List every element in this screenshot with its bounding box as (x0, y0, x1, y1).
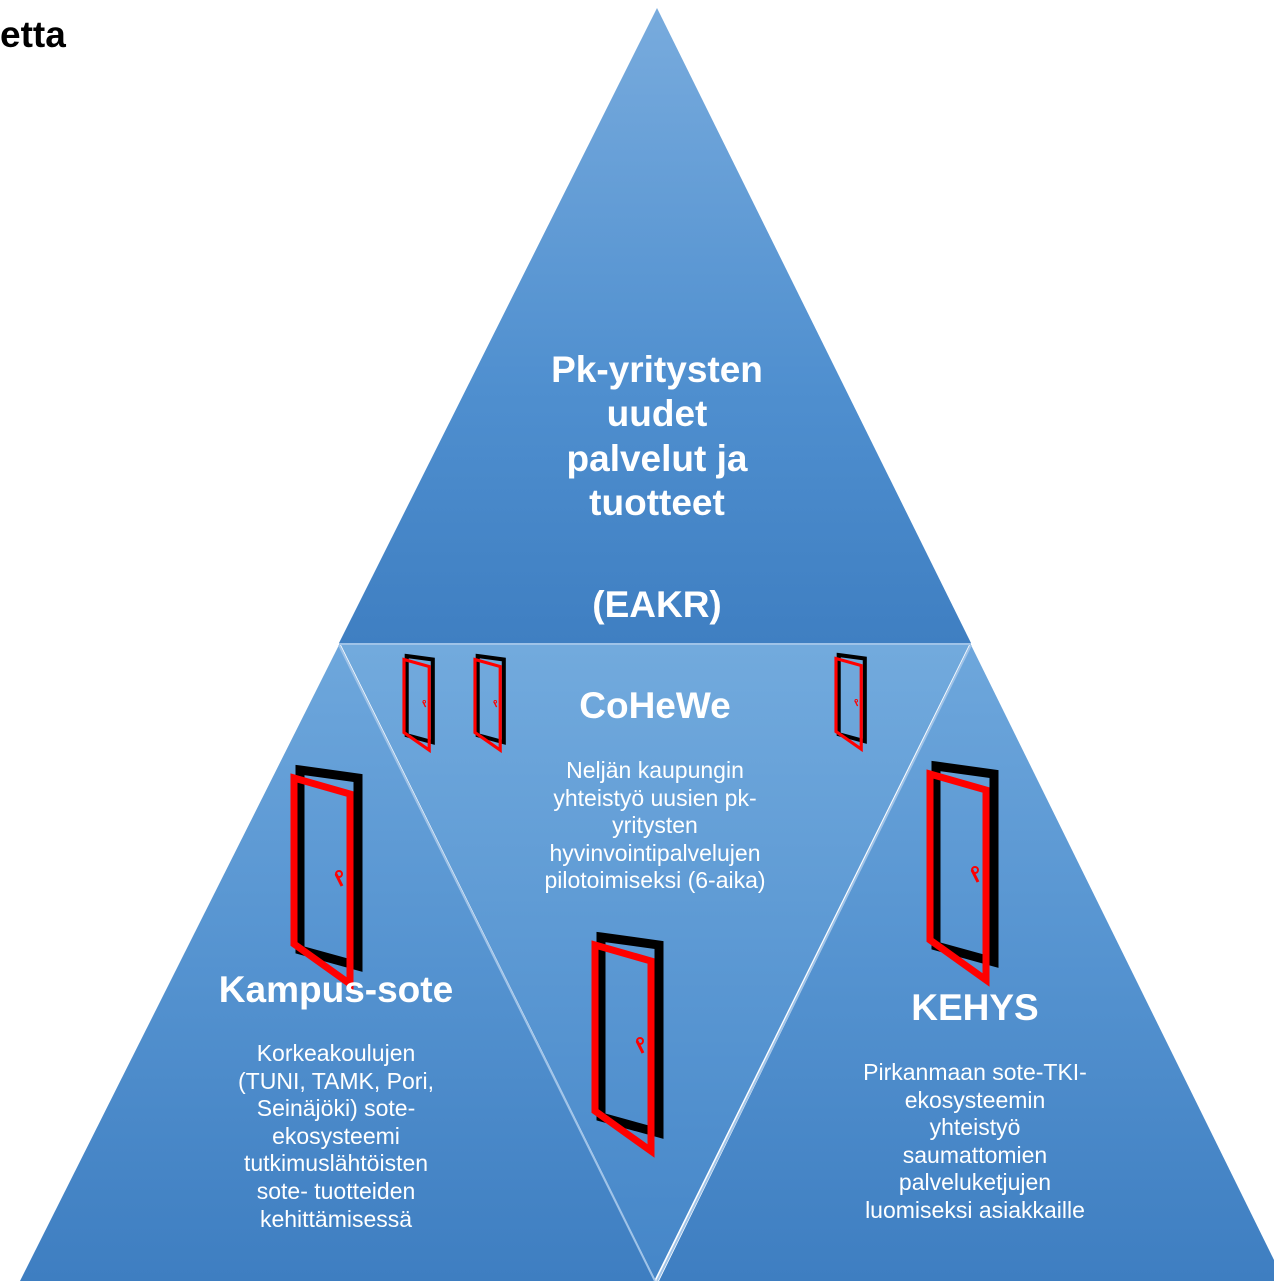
top-title-line: tuotteet (589, 482, 725, 524)
left-desc-line: (TUNI, TAMK, Pori, (238, 1067, 434, 1094)
divider (656, 644, 972, 1281)
top-tag: (EAKR) (592, 584, 722, 625)
left-desc-line: ekosysteemi (272, 1122, 400, 1149)
left-desc-line: sote- tuotteiden (256, 1177, 416, 1204)
left-desc-line: tutkimuslähtöisten (243, 1150, 429, 1177)
center-title: CoHeWe (579, 685, 731, 726)
right-desc-line: ekosysteemin (904, 1086, 1046, 1113)
top-title: Pk-yritysten uudet palvelut ja tuotteet (507, 348, 807, 526)
center-desc-line: pilotoimiseksi (6-aika) (544, 867, 766, 894)
divider (338, 644, 656, 1281)
left-desc: Korkeakoulujen (TUNI, TAMK, Pori, Seinäj… (186, 1040, 486, 1233)
right-desc-line: luomiseksi asiakkaille (865, 1196, 1085, 1223)
corner-title: etta (0, 14, 66, 55)
center-desc-line: yhteistyö uusien pk- (553, 784, 757, 811)
right-title: KEHYS (911, 987, 1039, 1028)
top-title-line: uudet (606, 393, 708, 435)
center-desc-line: Neljän kaupungin (566, 757, 744, 783)
center-desc-line: hyvinvointipalvelujen (549, 839, 761, 866)
right-desc-line: palveluketjujen (898, 1169, 1052, 1196)
left-title: Kampus-sote (218, 969, 454, 1010)
right-desc-line: Pirkanmaan sote-TKI- (863, 1059, 1087, 1085)
left-desc-line: Korkeakoulujen (256, 1040, 416, 1066)
center-desc-line: yritysten (612, 812, 698, 839)
left-desc-line: kehittämisessä (259, 1205, 413, 1232)
right-desc-line: saumattomien (902, 1141, 1048, 1168)
right-desc: Pirkanmaan sote-TKI- ekosysteemin yhteis… (825, 1059, 1125, 1225)
center-desc: Neljän kaupungin yhteistyö uusien pk- yr… (505, 757, 805, 895)
top-title-line: Pk-yritysten (551, 349, 763, 390)
triangle-top (339, 8, 971, 643)
top-title-line: palvelut ja (566, 437, 748, 479)
right-desc-line: yhteistyö (929, 1114, 1021, 1141)
left-desc-line: Seinäjöki) sote- (256, 1095, 416, 1122)
